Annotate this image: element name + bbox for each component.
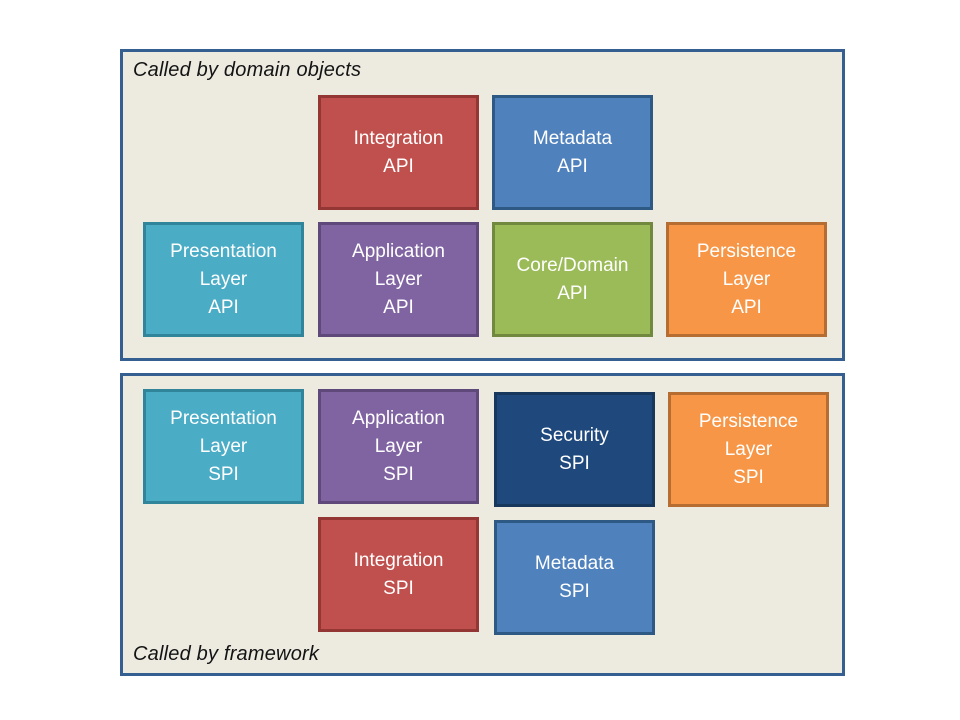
box-metadata-api: Metadata API: [492, 95, 653, 210]
box-label: Persistence Layer API: [696, 240, 797, 318]
box-label: Metadata API: [532, 127, 613, 177]
box-presentation-spi: Presentation Layer SPI: [143, 389, 304, 504]
box-security-spi: Security SPI: [494, 392, 655, 507]
box-presentation-api: Presentation Layer API: [143, 222, 304, 337]
box-integration-spi: Integration SPI: [318, 517, 479, 632]
box-label: Application Layer SPI: [352, 407, 445, 485]
box-core-domain-api: Core/Domain API: [492, 222, 653, 337]
box-label: Security SPI: [540, 424, 609, 474]
group-spi-label: Called by framework: [133, 643, 320, 665]
group-api-label: Called by domain objects: [133, 59, 362, 81]
box-label: Application Layer API: [352, 240, 445, 318]
box-label: Presentation Layer API: [170, 240, 277, 318]
box-persistence-spi: Persistence Layer SPI: [668, 392, 829, 507]
box-label: Integration SPI: [353, 549, 444, 599]
box-label: Core/Domain API: [516, 254, 629, 304]
box-label: Metadata SPI: [534, 552, 615, 602]
box-application-api: Application Layer API: [318, 222, 479, 337]
box-label: Persistence Layer SPI: [698, 410, 799, 488]
box-integration-api: Integration API: [318, 95, 479, 210]
box-metadata-spi: Metadata SPI: [494, 520, 655, 635]
box-persistence-api: Persistence Layer API: [666, 222, 827, 337]
box-application-spi: Application Layer SPI: [318, 389, 479, 504]
group-called-by-framework: Called by framework Presentation Layer S…: [120, 373, 845, 676]
group-called-by-domain-objects: Called by domain objects Integration API…: [120, 49, 845, 361]
box-label: Integration API: [353, 127, 444, 177]
box-label: Presentation Layer SPI: [170, 407, 277, 485]
